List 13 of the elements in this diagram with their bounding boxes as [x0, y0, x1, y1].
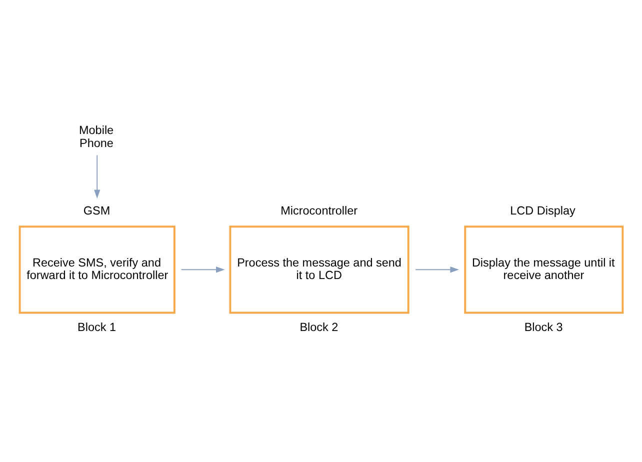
node-label: Block 3	[524, 320, 563, 334]
arrow	[180, 266, 225, 273]
node-label: Block 1	[78, 320, 116, 334]
node-label: GSM	[83, 204, 110, 218]
node-label: Microcontroller	[280, 204, 358, 218]
node-label: LCD Display	[510, 204, 576, 218]
arrow	[415, 266, 460, 273]
arrow	[94, 154, 100, 199]
node-box: Display the message until it receive another	[464, 226, 624, 314]
node-box: Process the message and send it to LCD	[229, 226, 410, 314]
node-label: Block 2	[300, 320, 338, 334]
node-box: Receive SMS, verify and forward it to Microcontroller	[18, 226, 176, 314]
node-text: Mobile Phone	[79, 124, 114, 150]
